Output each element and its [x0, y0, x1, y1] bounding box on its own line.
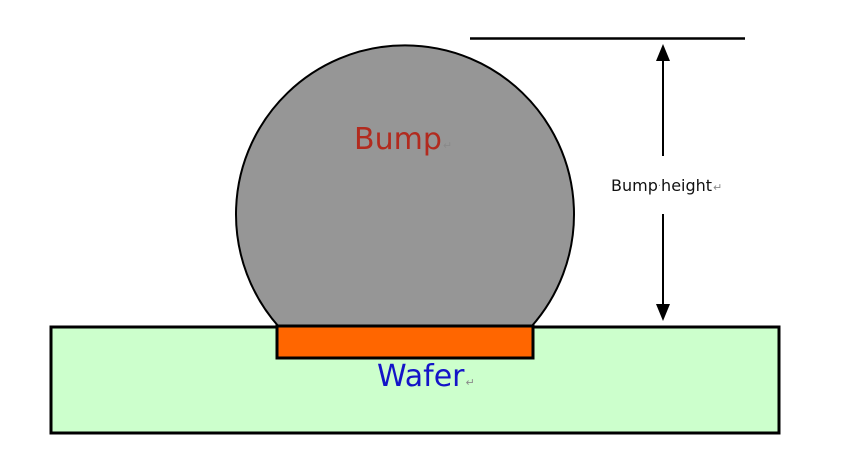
paragraph-mark-icon: ↵	[713, 181, 723, 194]
height-label-part1: Bump	[611, 176, 658, 195]
bump-label: Bump↵	[354, 122, 452, 157]
height-label-part2: height	[661, 176, 713, 195]
wafer-label: Wafer↵	[377, 359, 475, 394]
bump-label-text: Bump	[354, 122, 442, 157]
wafer-label-text: Wafer	[377, 359, 465, 394]
bump-shape	[235, 44, 575, 328]
paragraph-mark-icon: ↵	[442, 139, 453, 152]
paragraph-mark-icon: ↵	[465, 376, 475, 389]
arrowhead-down-icon	[656, 304, 670, 321]
pad-shape	[275, 324, 535, 360]
space-mark-icon: ·	[657, 181, 662, 192]
arrowhead-up-icon	[656, 44, 670, 61]
bump-height-label: Bump·height↵	[611, 176, 722, 195]
